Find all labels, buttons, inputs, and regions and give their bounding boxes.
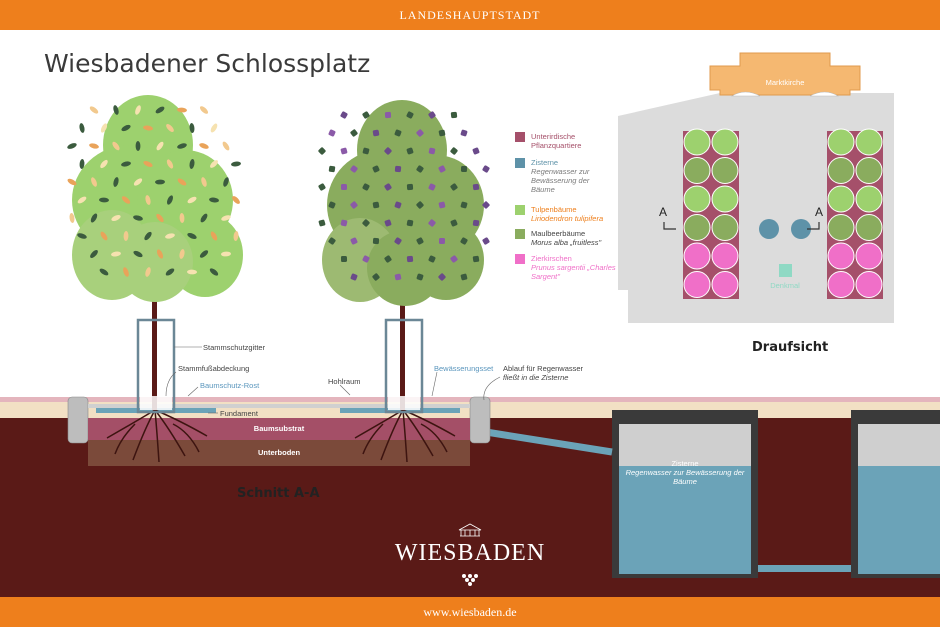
plan-tree <box>711 128 739 156</box>
section-view <box>0 290 940 597</box>
legend-cherry-sub: Prunus sargentii „Charles Sargent" <box>531 263 616 281</box>
plan-tree <box>827 128 855 156</box>
brand-grapes-icon <box>462 574 478 586</box>
plan-tree <box>711 271 739 298</box>
label-fundament: Fundament <box>220 409 258 418</box>
plan-tree <box>855 271 883 298</box>
legend-tulip-swatch <box>515 205 525 215</box>
plan-trees <box>683 128 883 298</box>
legend-quarters-title: Unterirdische Pflanzquartiere <box>531 132 582 150</box>
label-ablauf-1: Ablauf für Regenwasser <box>503 364 584 373</box>
label-bewaesserung: Bewässerungsset <box>434 364 494 373</box>
plan-tree <box>683 214 711 241</box>
brand-crown-icon <box>458 523 482 537</box>
legend-mulberry-sub: Morus alba „fruitless" <box>531 238 602 247</box>
cistern-1-water <box>619 466 751 574</box>
plan-tree <box>711 185 739 213</box>
legend-cistern-title: Zisterne <box>531 158 559 167</box>
plan-tree <box>827 214 855 241</box>
plan-tree <box>855 157 883 184</box>
plan-cistern-2 <box>791 219 811 239</box>
plan-heading: Draufsicht <box>752 340 829 355</box>
footer-url[interactable]: www.wiesbaden.de <box>423 605 517 619</box>
legend-mulberry-title: Maulbeerbäume <box>531 229 586 238</box>
plan-tree <box>827 157 855 184</box>
section-heading: Schnitt A-A <box>237 486 320 501</box>
brand-wordmark: WIESBADEN <box>394 540 546 566</box>
plan-tree <box>827 271 855 298</box>
plan-tree <box>827 185 855 213</box>
trunk-mulberry <box>400 300 405 410</box>
plan-tree <box>683 128 711 156</box>
plan-tree <box>711 157 739 184</box>
trunk-tulip <box>152 290 157 410</box>
plan-tree <box>683 271 711 298</box>
section-mark-right: A <box>815 205 824 219</box>
plan-view <box>618 52 894 323</box>
header-bar <box>0 0 940 30</box>
legend-cistern-sub: Regenwasser zur Bewässerung der Bäume <box>531 167 590 194</box>
label-baumsubstrat: Baumsubstrat <box>253 424 305 433</box>
legend-quarters-swatch <box>515 132 525 142</box>
plan-tree <box>827 242 855 270</box>
label-hohlraum: Hohlraum <box>328 377 361 386</box>
church-shape <box>709 52 861 96</box>
tree-tulip <box>67 95 243 302</box>
label-stammfuss: Stammfußabdeckung <box>178 364 250 373</box>
legend-tulip-title: Tulpenbäume <box>531 205 577 214</box>
section-mark-left: A <box>659 205 668 219</box>
monument-label: Denkmal <box>770 281 800 290</box>
header-text: LANDESHAUPTSTADT <box>399 8 541 22</box>
tree-mulberry <box>318 100 490 306</box>
legend-cistern-swatch <box>515 158 525 168</box>
label-ablauf-2: fließt in die Zisterne <box>503 373 569 382</box>
label-unterboden: Unterboden <box>257 448 301 457</box>
plan-tree <box>683 242 711 270</box>
legend-cherry-title: Zierkirschen <box>531 254 572 263</box>
page-title: Wiesbadener Schlossplatz <box>44 49 371 78</box>
cistern-text: Regenwasser zur Bewässerung der Bäume <box>625 468 745 486</box>
label-stammschutzgitter: Stammschutzgitter <box>203 343 266 352</box>
plan-monument <box>779 264 792 277</box>
cistern-title: Zisterne <box>671 459 699 468</box>
label-rost: Baumschutz-Rost <box>200 381 260 390</box>
plan-tree <box>683 157 711 184</box>
plan-tree <box>711 214 739 241</box>
legend-mulberry-swatch <box>515 229 525 239</box>
plan-tree <box>683 185 711 213</box>
plan-tree <box>711 242 739 270</box>
footer-bar <box>0 597 940 627</box>
church-label: Marktkirche <box>765 78 805 87</box>
plan-tree <box>855 214 883 241</box>
trunk-guard-2 <box>384 318 424 414</box>
legend-tulip-sub: Liriodendron tulipifera <box>531 214 604 223</box>
plan-tree <box>855 185 883 213</box>
trunk-guard-1 <box>136 318 176 414</box>
plan-tree <box>855 128 883 156</box>
plan-tree <box>855 242 883 270</box>
legend-cherry-swatch <box>515 254 525 264</box>
plan-cistern-1 <box>759 219 779 239</box>
